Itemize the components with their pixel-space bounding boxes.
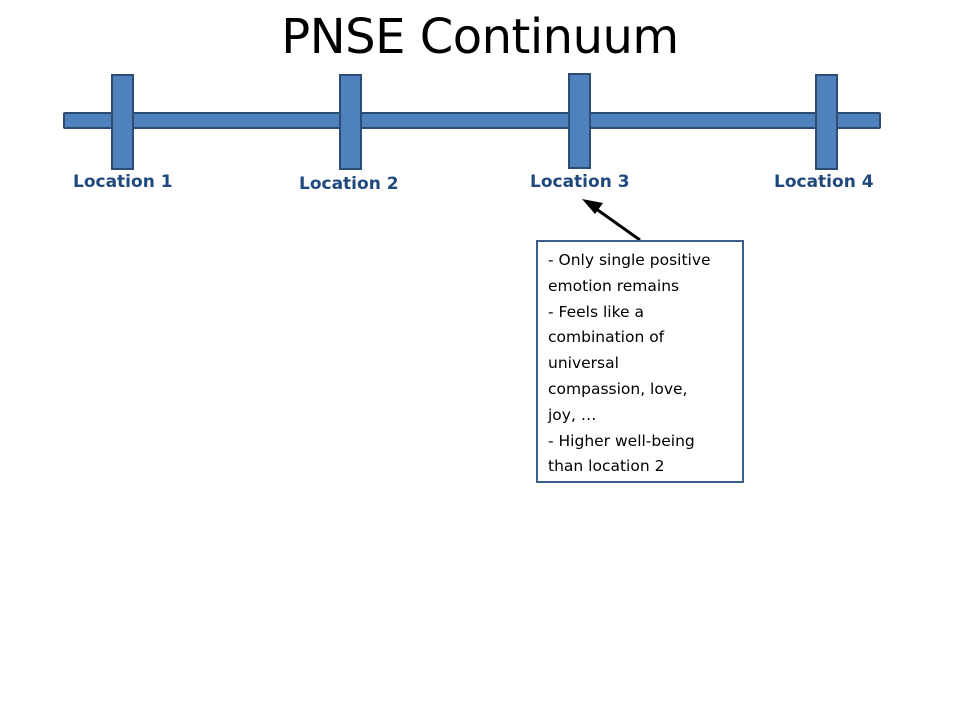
- callout-line: compassion, love,: [548, 379, 688, 398]
- location-1-marker: [111, 74, 134, 170]
- location-4-marker: [815, 74, 838, 170]
- callout-arrow: [582, 199, 641, 242]
- continuum-line: [63, 112, 881, 129]
- callout-line: than location 2: [548, 457, 665, 476]
- location-1-label: Location 1: [73, 172, 173, 192]
- callout-line: - Higher well-being: [548, 431, 695, 450]
- callout-line: - Only single positive: [548, 251, 711, 269]
- callout-line: - Feels like a: [548, 302, 644, 321]
- callout-line: emotion remains: [548, 276, 680, 295]
- location-3-callout-box: - Only single positive emotion remains -…: [536, 240, 744, 483]
- callout-line: combination of: [548, 328, 665, 347]
- callout-line: universal: [548, 354, 619, 373]
- location-4-label: Location 4: [774, 172, 874, 192]
- location-3-label: Location 3: [530, 172, 630, 192]
- slide-title: PNSE Continuum: [281, 9, 679, 65]
- callout-line: joy, …: [548, 405, 597, 424]
- location-2-label: Location 2: [299, 174, 399, 194]
- location-2-marker: [339, 74, 362, 170]
- location-3-marker: [568, 73, 591, 169]
